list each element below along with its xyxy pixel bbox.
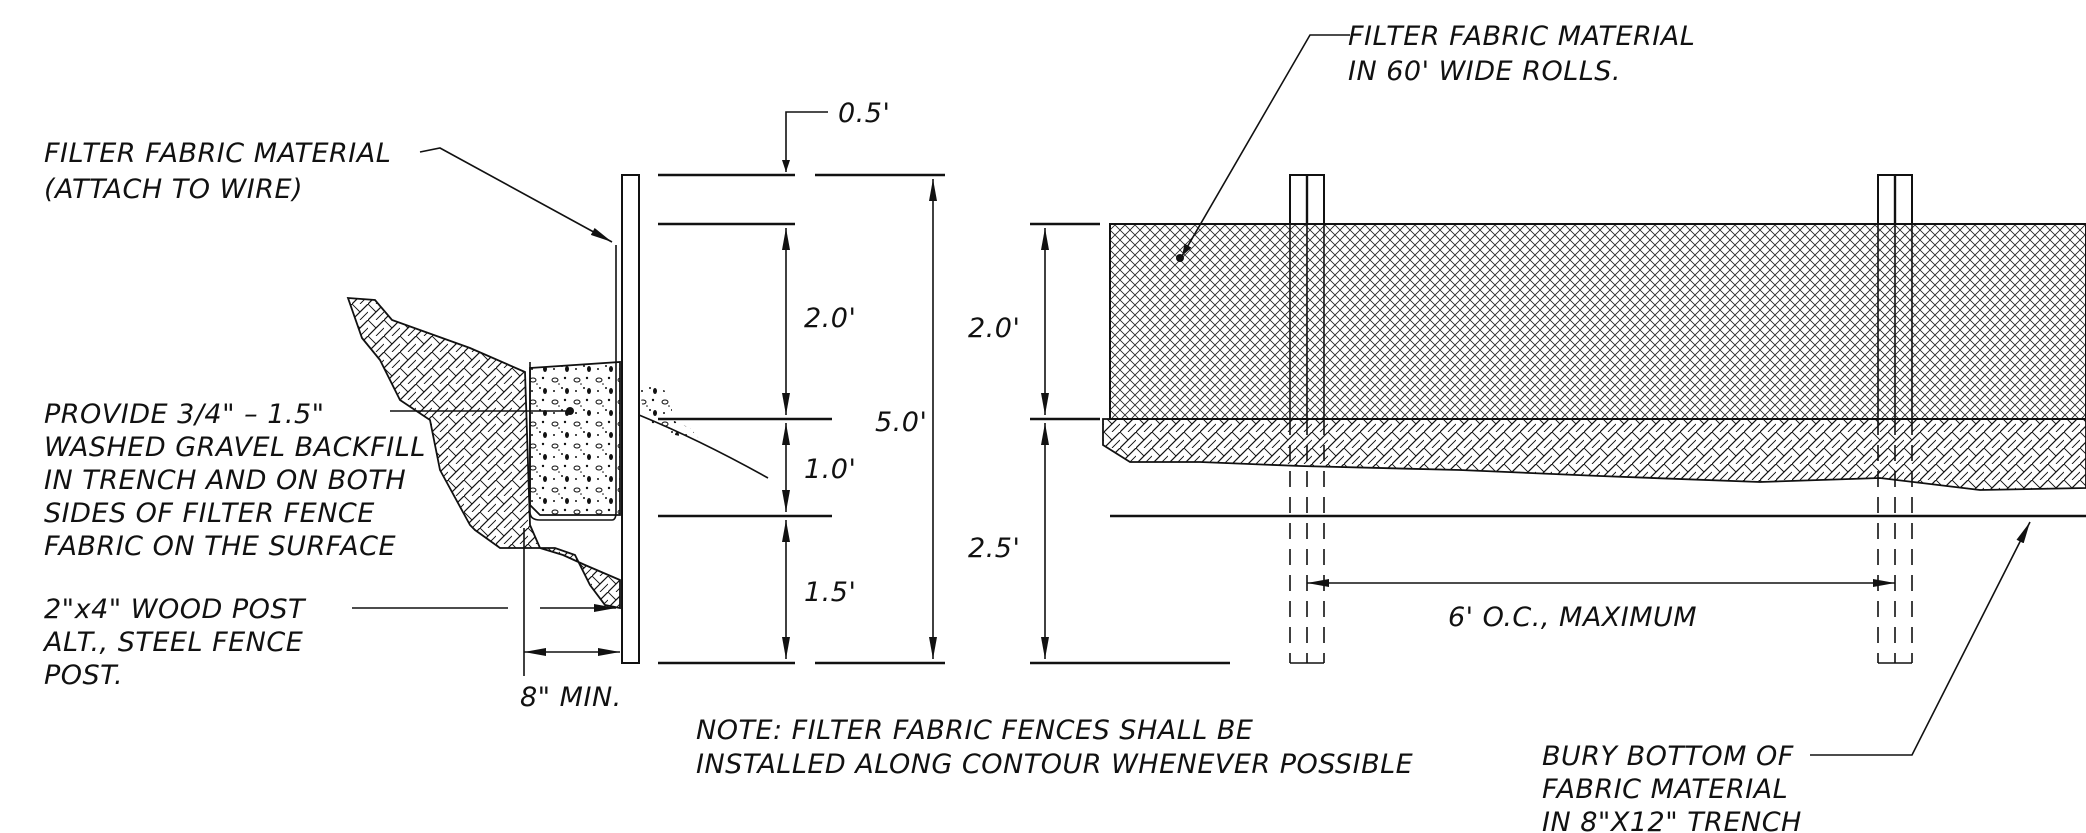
dim-e20: 2.0' <box>968 313 1020 344</box>
elevation-soil <box>1102 418 2086 491</box>
elevation-view <box>1030 34 2086 756</box>
label-rolls-1: FILTER FABRIC MATERIAL <box>1348 21 1695 52</box>
dim-10: 1.0' <box>804 454 856 485</box>
note-line-2: INSTALLED ALONG CONTOUR WHENEVER POSSIBL… <box>696 749 1413 780</box>
leader-fabric-rolls <box>1181 34 1350 257</box>
gravel-surface-right <box>639 386 700 440</box>
label-fabric-attach-1: FILTER FABRIC MATERIAL <box>44 138 391 169</box>
fabric-panel <box>1109 223 2086 420</box>
dim-20: 2.0' <box>804 303 856 334</box>
dim-15: 1.5' <box>804 577 856 608</box>
annotation-text: FILTER FABRIC MATERIAL (ATTACH TO WIRE) … <box>42 21 1802 833</box>
leader-fabric-attach <box>419 147 613 243</box>
dim-e25: 2.5' <box>968 533 1020 564</box>
label-spacing: 6' O.C., MAXIMUM <box>1448 602 1697 633</box>
section-view <box>346 147 769 676</box>
label-gravel-4: SIDES OF FILTER FENCE <box>44 498 375 529</box>
label-post-2: ALT., STEEL FENCE <box>42 627 303 658</box>
label-gravel-1: PROVIDE 3/4" – 1.5" <box>44 399 325 430</box>
fence-post <box>621 174 640 664</box>
label-gravel-5: FABRIC ON THE SURFACE <box>44 531 396 562</box>
label-8-min: 8" MIN. <box>520 682 622 713</box>
label-bury-1: BURY BOTTOM OF <box>1542 741 1794 772</box>
label-bury-3: IN 8"X12" TRENCH <box>1542 807 1802 833</box>
section-dimensions <box>658 111 945 665</box>
label-rolls-2: IN 60' WIDE ROLLS. <box>1348 56 1621 87</box>
label-post-1: 2"x4" WOOD POST <box>44 594 307 625</box>
dim-05: 0.5' <box>838 98 890 129</box>
note-line-1: NOTE: FILTER FABRIC FENCES SHALL BE <box>696 715 1253 746</box>
soil-left <box>346 297 621 610</box>
ground-line-right <box>638 414 769 479</box>
label-gravel-2: WASHED GRAVEL BACKFILL <box>44 432 426 463</box>
label-fabric-attach-2: (ATTACH TO WIRE) <box>44 174 303 205</box>
gravel-trench <box>529 361 621 516</box>
fabric-liner <box>529 245 617 521</box>
label-bury-2: FABRIC MATERIAL <box>1542 774 1788 805</box>
label-post-3: POST. <box>44 660 123 691</box>
label-gravel-3: IN TRENCH AND ON BOTH <box>44 465 406 496</box>
leader-bury <box>1810 521 2031 756</box>
dim-50: 5.0' <box>875 407 927 438</box>
